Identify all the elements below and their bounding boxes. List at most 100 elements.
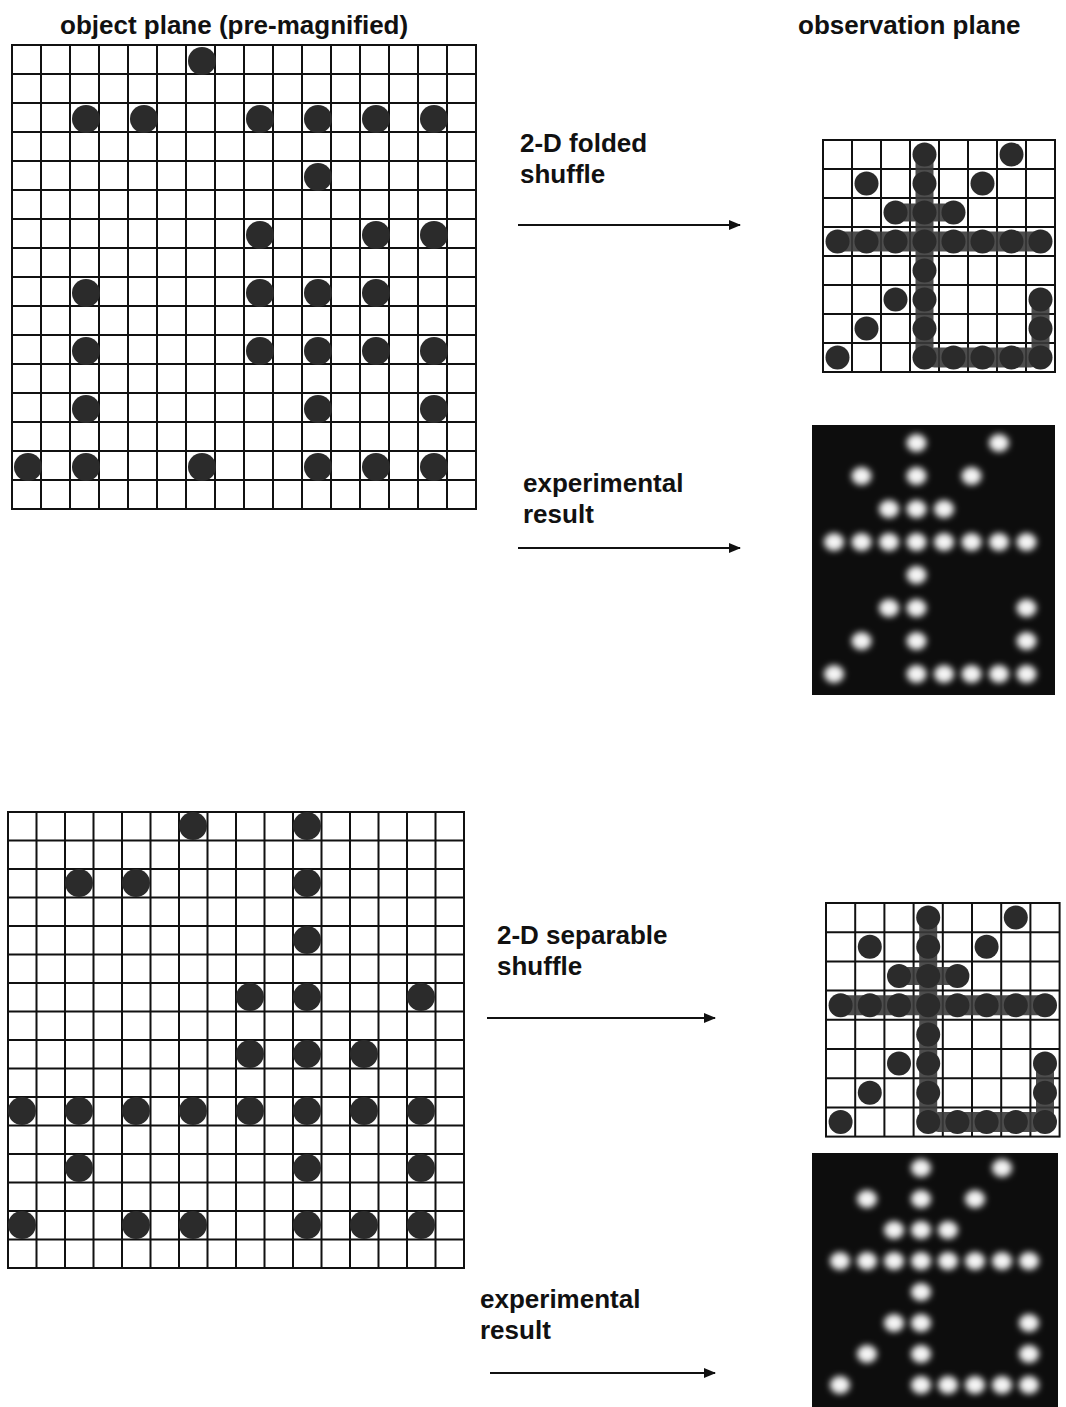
light-spot (992, 1376, 1012, 1394)
pixel-dot (407, 1097, 435, 1125)
grid-line (301, 45, 303, 509)
pixel-dot (855, 230, 879, 254)
light-spot (830, 1376, 850, 1394)
light-spot (938, 1376, 958, 1394)
pixel-dot (246, 279, 274, 307)
pixel-dot (420, 105, 448, 133)
pixel-dot (362, 105, 390, 133)
grid-line (8, 1239, 464, 1241)
observation-pixels (829, 906, 1057, 1134)
pixel-dot (971, 172, 995, 196)
light-spot (934, 500, 954, 518)
column-heading: object plane (pre-magnified) (60, 10, 530, 41)
grid-border (823, 140, 1055, 372)
light-spot (934, 665, 954, 683)
pixel-dot (293, 1097, 321, 1125)
pixel-dot (858, 1081, 882, 1105)
light-spot (884, 1314, 904, 1332)
operation-label: experimental result (480, 1284, 685, 1346)
pixel-dot (179, 1211, 207, 1239)
pixel-dot (884, 288, 908, 312)
grid-line (826, 1106, 1060, 1108)
light-spot (884, 1252, 904, 1270)
pixel-dot (942, 230, 966, 254)
pixel-dot (916, 993, 940, 1017)
light-spot (879, 500, 899, 518)
light-spot (938, 1252, 958, 1270)
pixel-dot (884, 201, 908, 225)
pixel-dot (916, 964, 940, 988)
grid-border (826, 903, 1060, 1137)
pixel-dot (1033, 993, 1057, 1017)
pixel-dot (971, 346, 995, 370)
pixel-dot (407, 983, 435, 1011)
pixel-dot (1029, 346, 1053, 370)
light-spot (907, 566, 927, 584)
pixel-dot (362, 221, 390, 249)
pixel-dot (887, 964, 911, 988)
grid-line (321, 812, 323, 1268)
pixel-dot (916, 935, 940, 959)
light-spot (965, 1376, 985, 1394)
pixel-dot (304, 163, 332, 191)
grid-line (417, 45, 419, 509)
grid-border (8, 812, 464, 1268)
pixel-dot (246, 105, 274, 133)
light-spot (911, 1252, 931, 1270)
grid-line (8, 1125, 464, 1127)
observation-grid (823, 140, 1055, 372)
light-spot (1019, 1252, 1039, 1270)
light-spot (884, 1221, 904, 1239)
column-heading: observation plane (798, 10, 1062, 41)
grid-line (826, 1019, 1060, 1021)
light-spot (965, 1190, 985, 1208)
light-spot (989, 533, 1009, 551)
pixel-dot (122, 1211, 150, 1239)
pixel-dot (913, 172, 937, 196)
pixel-dot (72, 337, 100, 365)
light-spot (1017, 533, 1037, 551)
pixel-dot (942, 346, 966, 370)
pixel-dot (293, 983, 321, 1011)
pixel-dot (293, 1040, 321, 1068)
pixel-dot (420, 221, 448, 249)
arrow (518, 547, 740, 549)
pixel-dot (362, 337, 390, 365)
pixel-dot (236, 983, 264, 1011)
pixel-dot (1033, 1052, 1057, 1076)
light-spot (907, 434, 927, 452)
pixel-dot (1029, 317, 1053, 341)
pixel-dot (72, 279, 100, 307)
light-spot (907, 665, 927, 683)
pixel-dot (179, 812, 207, 840)
arrow (487, 1017, 715, 1019)
operation-label: 2-D folded shuffle (520, 128, 710, 190)
light-spot (911, 1221, 931, 1239)
smear-bars (827, 146, 1051, 368)
grid-line (1025, 140, 1027, 372)
light-spot (907, 533, 927, 551)
pixel-dot (916, 906, 940, 930)
pixel-dot (236, 1097, 264, 1125)
pixel-dot (1000, 230, 1024, 254)
light-spot (824, 665, 844, 683)
pixel-dot (293, 812, 321, 840)
pixel-dot (1004, 1110, 1028, 1134)
pixel-dot (8, 1097, 36, 1125)
pixel-dot (1033, 1081, 1057, 1105)
pixel-dot (122, 1097, 150, 1125)
pixel-dot (1000, 346, 1024, 370)
grid-line (406, 812, 408, 1268)
grid-line (435, 812, 437, 1268)
grid-line (12, 276, 476, 278)
pixel-dot (916, 1052, 940, 1076)
light-spot (911, 1376, 931, 1394)
pixel-dot (246, 337, 274, 365)
light-spot (1019, 1314, 1039, 1332)
grid-line (823, 342, 1055, 344)
pixel-dot (975, 935, 999, 959)
pixel-dot (858, 993, 882, 1017)
operation-label: experimental result (523, 468, 728, 530)
light-spot (1017, 632, 1037, 650)
